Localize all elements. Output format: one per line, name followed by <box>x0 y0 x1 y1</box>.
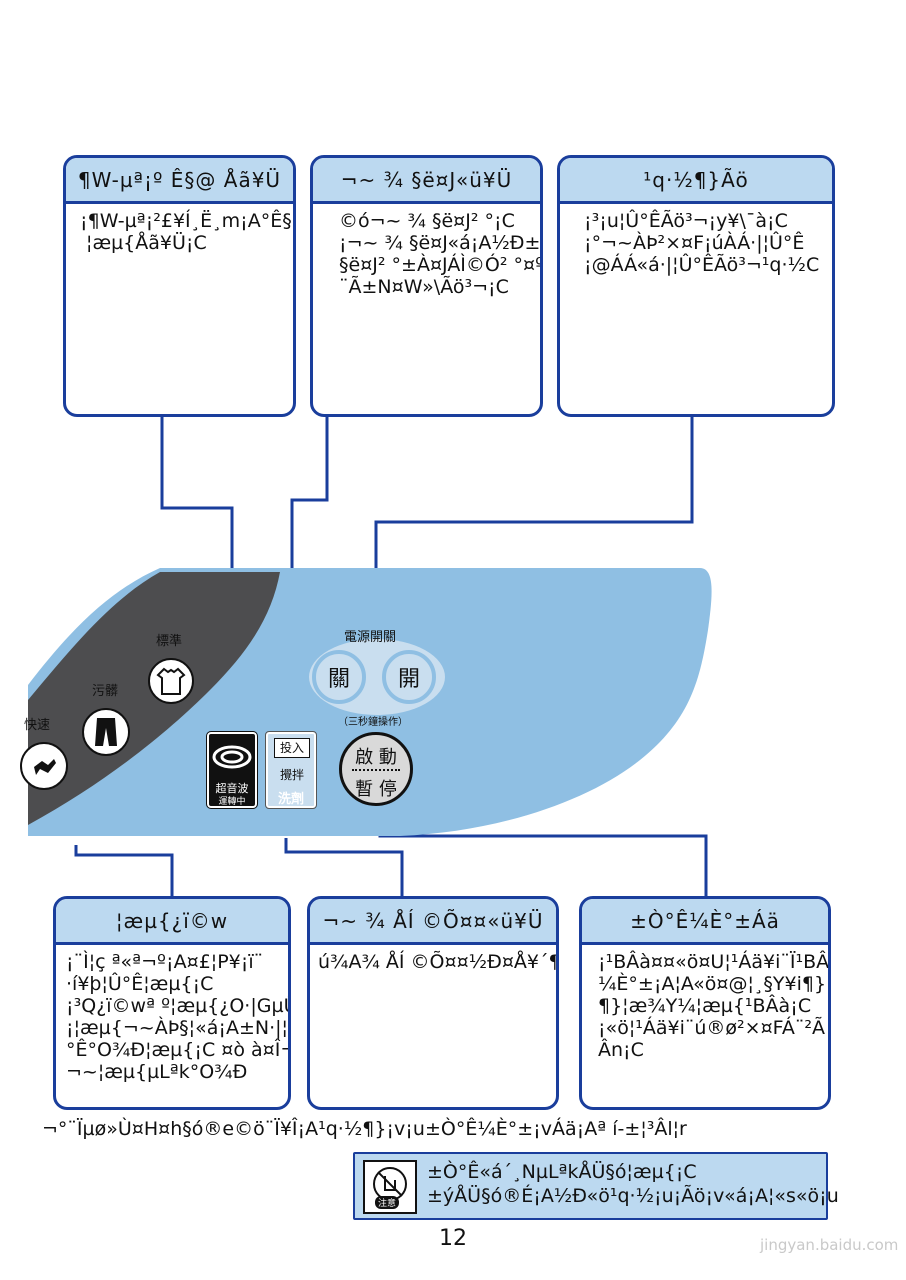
caution-text: ±Ò°Ê«á´¸NµLªkÅÜ§ó¦æµ{¡C ±ýÅÜ§ó®É¡A½Ð«ö¹q… <box>427 1161 839 1207</box>
callout-detergent-indicator: ¬~ ¾ §ë¤J«ü¥Ü ©ó¬~ ¾ §ë¤J² °¡C ¡¬~ ¾ §ë¤… <box>310 155 543 417</box>
program-button-dirty[interactable] <box>82 708 130 756</box>
caution-badge: 注意 <box>375 1196 400 1209</box>
callout-power-switch: ¹q·½¶}Ãö ¡³¡u¦Û°ÊÃö³¬¡y¥\¯à¡C ¡°¬~ÀÞ²×¤F… <box>557 155 835 417</box>
callout-detergent-dissolving: ¬~ ¾ ÅÍ ©Õ¤¤«ü¥Ü ú¾A¾ ÅÍ ©Õ¤¤½Ð¤Å¥´¶}¤W»… <box>307 896 559 1110</box>
callout-text: ¡¨Ì¦ç ª«ª¬º¡A¤£¦P¥¡ï¨ ·í¥þ¦Û°Ê¦æµ{¡C ¡³Q… <box>66 951 291 1083</box>
ultrasonic-indicator: 超音波 運轉中 <box>206 731 258 809</box>
program-label-quick: 快速 <box>24 718 51 733</box>
program-label-dirty: 污髒 <box>92 684 119 699</box>
caution-notice: 注意 ±Ò°Ê«á´¸NµLªkÅÜ§ó¦æµ{¡C ±ýÅÜ§ó®É¡A½Ð«… <box>353 1152 839 1220</box>
start-pause-button[interactable]: 啟 動 暫 停 <box>339 732 413 806</box>
callout-text: ¡¶W-µª¡²£¥Í¸Ë¸m¡A°Ê§@Ð±N¬~ ¾¨Ì«ü¥Ü¶q§ë¤J… <box>80 210 293 254</box>
ultrasonic-label: 超音波 <box>215 782 249 795</box>
callout-start-pause: ±Ò°Ê¼È°±Áä ¡¹BÂà¤¤«ö¤U¦¹Áä¥i¨Ï¹BÂà ¼È°±¡… <box>579 896 831 1110</box>
baidu-watermark: jingyan.baidu.com <box>760 1236 898 1256</box>
program-label-standard: 標準 <box>156 634 183 649</box>
callout-text: ©ó¬~ ¾ §ë¤J² °¡C ¡¬~ ¾ §ë¤J«á¡A½Ð±N¬~ ¾ … <box>339 210 543 298</box>
page-number: 12 <box>439 1226 467 1251</box>
shirt-icon <box>156 667 186 695</box>
pants-icon <box>95 718 117 746</box>
wave-icon <box>212 745 252 769</box>
pause-label: 暫 停 <box>355 779 397 800</box>
callout-title: ±Ò°Ê¼È°±Áä <box>582 899 828 945</box>
callout-text: ¡³¡u¦Û°ÊÃö³¬¡y¥\¯à¡C ¡°¬~ÀÞ²×¤F¡úÀÁ·|¦Û°… <box>584 210 820 276</box>
callout-ultrasonic-indicator: ¶W-µª¡º Ê§@ Åã¥Ü ¡¶W-µª¡²£¥Í¸Ë¸m¡A°Ê§@Ð±… <box>63 155 296 417</box>
callout-text: ú¾A¾ ÅÍ ©Õ¤¤½Ð¤Å¥´¶}¤W»\C¹Áä§Y¥i±Ò°Ê¹BÂà… <box>318 951 556 973</box>
power-hold-hint: （三秒鐘操作） <box>338 717 408 728</box>
program-button-quick[interactable] <box>20 742 68 790</box>
program-button-standard[interactable] <box>148 658 194 704</box>
callout-title: ¶W-µª¡º Ê§@ Åã¥Ü <box>66 158 293 204</box>
watermark-text: jingyan.baidu.com <box>760 1236 899 1254</box>
start-label: 啟 動 <box>355 747 397 768</box>
braille-note: ¬°¨Ïµø»Ù¤H¤h§ó®e©ö¨Ï¥Î¡A¹q·½¶}¡v¡u±Ò°Ê¼È… <box>42 1118 687 1140</box>
power-on-label: 開 <box>397 667 420 692</box>
control-panel <box>28 568 712 836</box>
power-off-button[interactable]: 關 <box>312 650 366 704</box>
power-on-button[interactable]: 開 <box>382 650 436 704</box>
callout-title: ¦æµ{¿ï©w <box>56 899 288 945</box>
power-title: 電源開關 <box>344 630 397 645</box>
detergent-stir-label: 攪拌 <box>279 768 304 782</box>
callout-program-select: ¦æµ{¿ï©w ¡¨Ì¦ç ª«ª¬º¡A¤£¦P¥¡ï¨ ·í¥þ¦Û°Ê¦… <box>53 896 291 1110</box>
detergent-word-label: 洗劑 <box>277 792 304 807</box>
callout-title: ¬~ ¾ §ë¤J«ü¥Ü <box>313 158 540 204</box>
ultrasonic-sub: 運轉中 <box>218 797 246 807</box>
detergent-indicator: 投入 攪拌 洗劑 <box>265 731 317 809</box>
detergent-put-label: 投入 <box>274 738 310 758</box>
callout-title: ¹q·½¶}Ãö <box>560 158 832 204</box>
callout-text: ¡¹BÂà¤¤«ö¤U¦¹Áä¥i¨Ï¹BÂà ¼È°±¡A¦A«ö¤@¦¸§Y… <box>598 951 831 1061</box>
no-touch-icon: 注意 <box>363 1160 417 1214</box>
running-icon <box>34 759 56 775</box>
dot-divider <box>352 769 400 771</box>
callout-title: ¬~ ¾ ÅÍ ©Õ¤¤«ü¥Ü <box>310 899 556 945</box>
power-off-label: 關 <box>327 667 350 692</box>
